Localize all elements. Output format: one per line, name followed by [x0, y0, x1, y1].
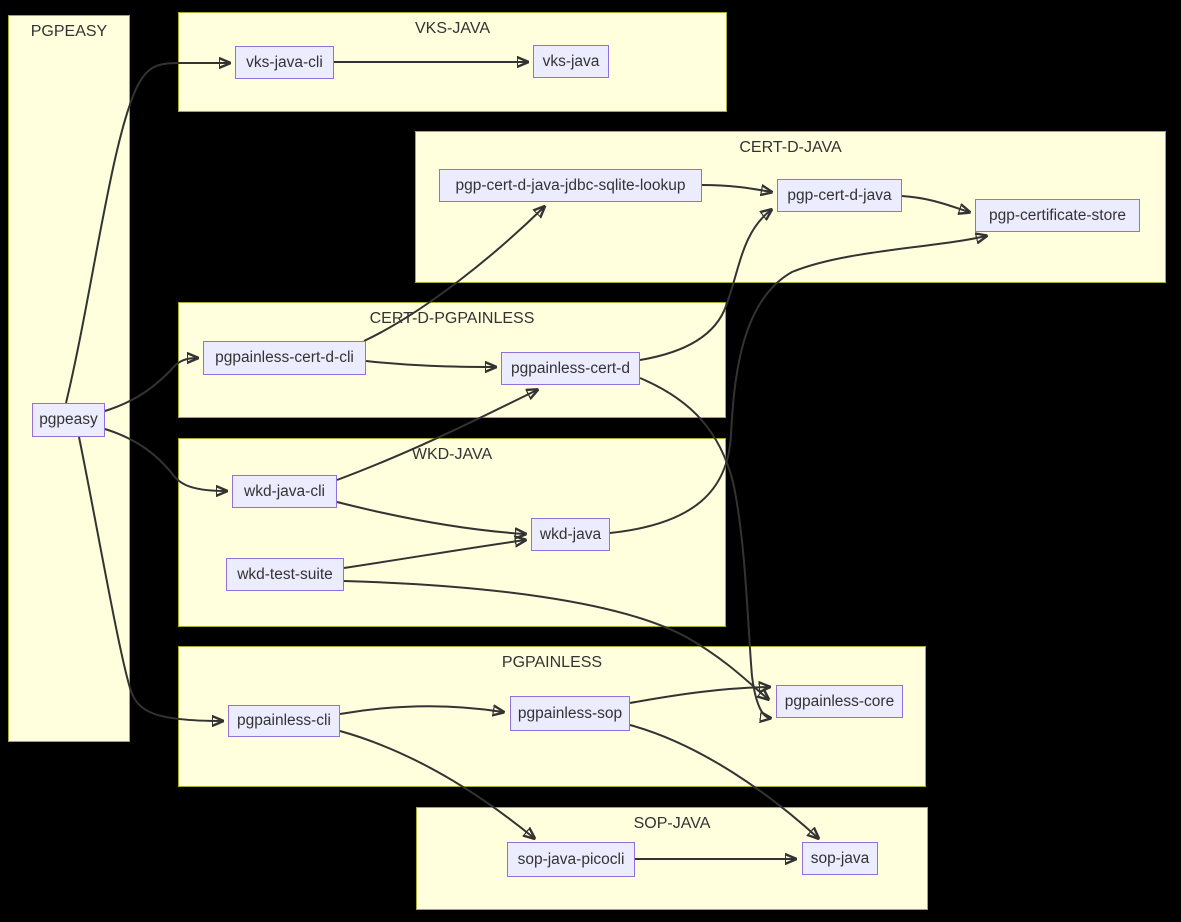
cluster-vks-java-title: VKS-JAVA [415, 20, 490, 37]
node-wkd-java-cli: wkd-java-cli [232, 475, 337, 508]
node-pgpainless-core: pgpainless-core [776, 685, 903, 718]
node-pgp-certificate-store: pgp-certificate-store [975, 199, 1140, 232]
node-sop-java: sop-java [802, 842, 878, 875]
cluster-cert-d-pgpainless-title: CERT-D-PGPAINLESS [369, 310, 535, 327]
node-vks-java-cli: vks-java-cli [235, 46, 334, 79]
node-wkd-test-suite: wkd-test-suite [226, 558, 344, 591]
node-pgpainless-sop: pgpainless-sop [510, 696, 630, 731]
node-pgpainless-cli: pgpainless-cli [228, 705, 340, 737]
cluster-wkd-java-title: WKD-JAVA [411, 446, 493, 463]
cluster-pgpeasy: PGPEASY [8, 15, 130, 742]
node-pgpeasy: pgpeasy [32, 403, 105, 437]
node-pgpainless-cert-d: pgpainless-cert-d [501, 352, 640, 385]
node-sop-java-picocli: sop-java-picocli [507, 842, 635, 877]
node-vks-java: vks-java [533, 45, 609, 78]
cluster-cert-d-java-title: CERT-D-JAVA [739, 139, 842, 156]
cluster-wkd-java: WKD-JAVA [178, 438, 726, 627]
node-pgp-cert-d-java-jdbc-sqlite-lookup: pgp-cert-d-java-jdbc-sqlite-lookup [439, 169, 702, 202]
cluster-sop-java-title: SOP-JAVA [633, 815, 711, 832]
cluster-pgpainless-title: PGPAINLESS [501, 654, 603, 671]
node-pgp-cert-d-java: pgp-cert-d-java [777, 179, 902, 212]
node-wkd-java: wkd-java [531, 518, 610, 551]
node-pgpainless-cert-d-cli: pgpainless-cert-d-cli [203, 341, 366, 375]
cluster-pgpeasy-title: PGPEASY [30, 23, 108, 40]
